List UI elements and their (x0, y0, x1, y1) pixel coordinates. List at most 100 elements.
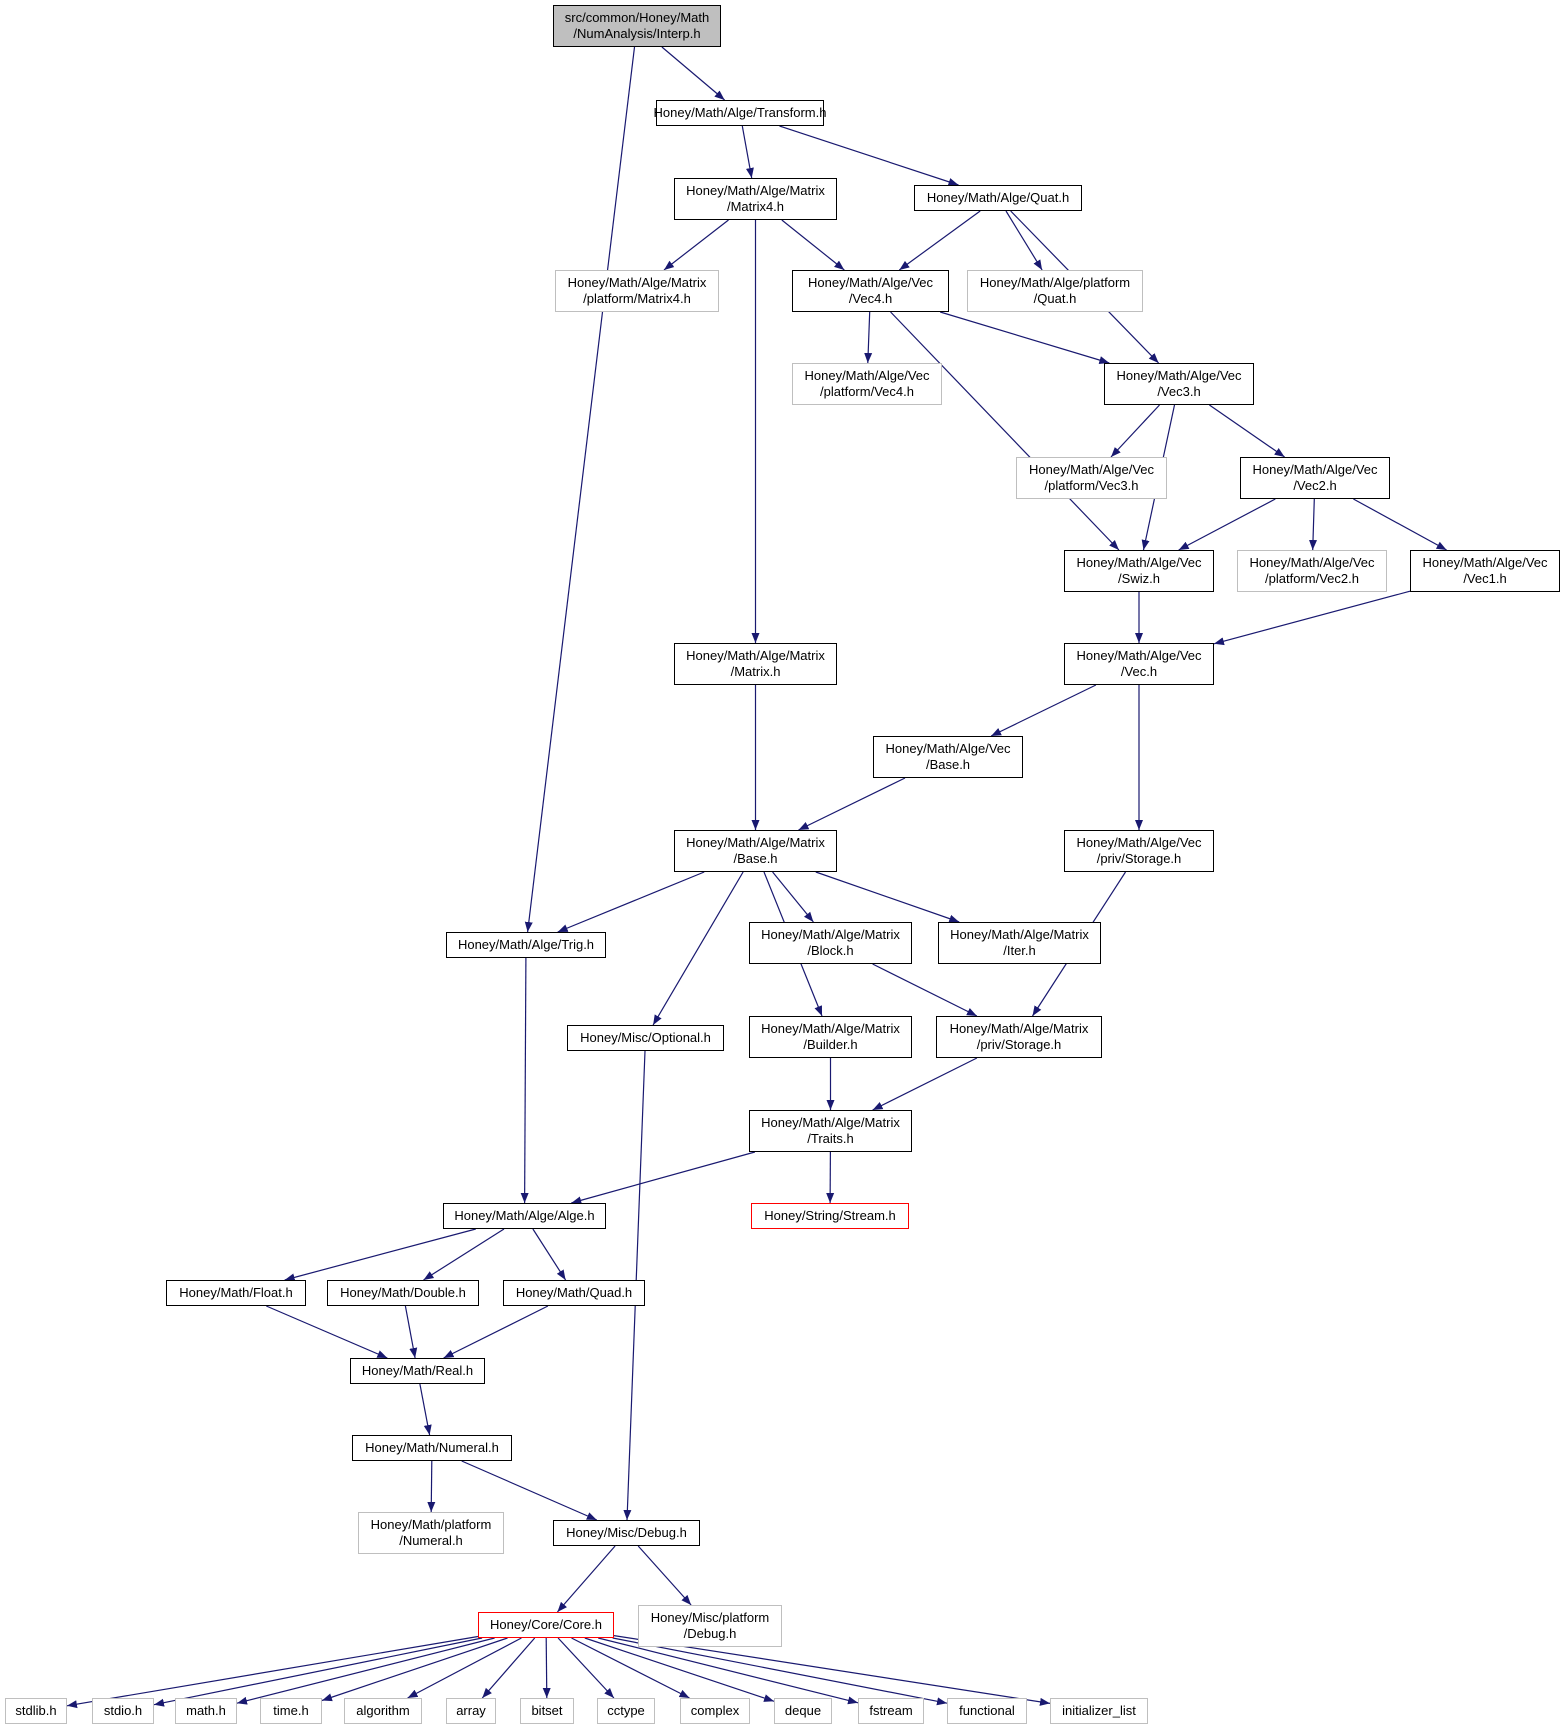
edge-vec2-to-pvec2 (1309, 498, 1318, 551)
edge-vec2-to-swiz (1178, 498, 1276, 551)
node-optional[interactable]: Honey/Misc/Optional.h (567, 1025, 724, 1051)
node-label: /Base.h (733, 851, 778, 866)
node-float[interactable]: Honey/Math/Float.h (166, 1280, 306, 1306)
node-label: /platform/Vec3.h (1044, 478, 1139, 493)
edge-mbase-to-optional (652, 871, 744, 1026)
node-label: /Iter.h (1003, 943, 1036, 958)
node-fstream: fstream (858, 1698, 924, 1724)
node-vec4[interactable]: Honey/Math/Alge/Vec/Vec4.h (792, 270, 949, 312)
node-label: math.h (186, 1703, 226, 1718)
node-matrix[interactable]: Honey/Math/Alge/Matrix/Matrix.h (674, 643, 837, 685)
node-label: Honey/Math/Alge/Transform.h (653, 105, 827, 120)
node-builder[interactable]: Honey/Math/Alge/Matrix/Builder.h (749, 1016, 912, 1058)
edge-numeral-to-debug (461, 1460, 598, 1521)
node-label: Honey/Math/Alge/Matrix (567, 275, 707, 290)
node-functional: functional (947, 1698, 1027, 1724)
edge-debug-to-pdebug (637, 1545, 692, 1606)
node-vstorage[interactable]: Honey/Math/Alge/Vec/priv/Storage.h (1064, 830, 1214, 872)
node-initlist: initializer_list (1050, 1698, 1148, 1724)
edge-vec4-to-vec3 (940, 311, 1110, 364)
node-label: Honey/Math/Alge/Matrix (686, 183, 825, 198)
node-double[interactable]: Honey/Math/Double.h (327, 1280, 479, 1306)
node-numeral[interactable]: Honey/Math/Numeral.h (352, 1435, 512, 1461)
node-label: Honey/Math/Alge/Vec (1116, 368, 1242, 383)
node-vec[interactable]: Honey/Math/Alge/Vec/Vec.h (1064, 643, 1214, 685)
edge-core-to-deque (584, 1637, 775, 1702)
node-label: /Vec3.h (1157, 384, 1201, 399)
node-vecbase[interactable]: Honey/Math/Alge/Vec/Base.h (873, 736, 1023, 778)
node-label: time.h (273, 1703, 309, 1718)
node-label: Honey/Math/Numeral.h (365, 1440, 499, 1455)
edge-core-to-stdlib (66, 1635, 479, 1709)
node-label: Honey/Math/Double.h (340, 1285, 466, 1300)
node-trig[interactable]: Honey/Math/Alge/Trig.h (446, 932, 606, 958)
node-real[interactable]: Honey/Math/Real.h (350, 1358, 485, 1384)
node-label: Honey/Math/Alge/Vec (1076, 648, 1202, 663)
node-mstorage[interactable]: Honey/Math/Alge/Matrix/priv/Storage.h (936, 1016, 1102, 1058)
node-label: /platform/Vec2.h (1265, 571, 1359, 586)
node-label: Honey/String/Stream.h (764, 1208, 896, 1223)
node-array: array (446, 1698, 496, 1724)
edge-core-to-algorithm (407, 1637, 522, 1699)
node-traits[interactable]: Honey/Math/Alge/Matrix/Traits.h (749, 1110, 912, 1152)
node-label: /Matrix.h (730, 664, 781, 679)
node-pnumeral: Honey/Math/platform/Numeral.h (358, 1512, 504, 1554)
node-label: algorithm (356, 1703, 410, 1718)
node-label: functional (959, 1703, 1015, 1718)
node-label: Honey/Math/Alge/Trig.h (457, 937, 595, 952)
edge-block-to-mstorage (872, 963, 978, 1017)
edge-core-to-mathh (236, 1637, 495, 1705)
node-quat[interactable]: Honey/Math/Alge/Quat.h (914, 185, 1082, 211)
node-label: Honey/Math/Quad.h (515, 1285, 633, 1300)
node-label: Honey/Math/Alge/Vec (885, 741, 1011, 756)
node-debug[interactable]: Honey/Misc/Debug.h (553, 1520, 700, 1546)
edge-quat-to-vec4 (898, 210, 981, 271)
node-label: Honey/Math/Alge/Matrix (686, 648, 825, 663)
node-swiz[interactable]: Honey/Math/Alge/Vec/Swiz.h (1064, 550, 1214, 592)
edge-core-to-bitset (542, 1637, 551, 1699)
edge-vec2-to-vec1 (1353, 498, 1447, 551)
node-label: /priv/Storage.h (976, 1037, 1062, 1052)
node-block[interactable]: Honey/Math/Alge/Matrix/Block.h (749, 922, 912, 964)
edge-traits-to-alge (571, 1151, 756, 1205)
node-label: deque (784, 1703, 822, 1718)
node-label: /Vec2.h (1293, 478, 1337, 493)
node-label: Honey/Math/Alge/Matrix (950, 927, 1089, 942)
node-label: Honey/Math/Alge/Matrix (761, 1021, 900, 1036)
node-quad[interactable]: Honey/Math/Quad.h (503, 1280, 645, 1306)
node-label: Honey/Misc/Debug.h (566, 1525, 687, 1540)
node-stream[interactable]: Honey/String/Stream.h (751, 1203, 909, 1229)
node-matrix4[interactable]: Honey/Math/Alge/Matrix/Matrix4.h (674, 178, 837, 220)
node-label: /Block.h (807, 943, 854, 958)
node-mbase[interactable]: Honey/Math/Alge/Matrix/Base.h (674, 830, 837, 872)
node-label: /Matrix4.h (726, 199, 785, 214)
node-vec1[interactable]: Honey/Math/Alge/Vec/Vec1.h (1410, 550, 1560, 592)
node-label: stdlib.h (15, 1703, 57, 1718)
node-iter[interactable]: Honey/Math/Alge/Matrix/Iter.h (938, 922, 1101, 964)
node-label: src/common/Honey/Math (564, 10, 710, 25)
node-label: /Quat.h (1033, 291, 1077, 306)
edge-core-to-complex (571, 1637, 690, 1699)
node-vec3[interactable]: Honey/Math/Alge/Vec/Vec3.h (1104, 363, 1254, 405)
node-label: Honey/Misc/Optional.h (580, 1030, 711, 1045)
node-alge[interactable]: Honey/Math/Alge/Alge.h (443, 1203, 606, 1229)
node-label: Honey/Math/Alge/Matrix (949, 1021, 1089, 1036)
edge-mbase-to-block (772, 871, 814, 923)
node-label: /platform/Matrix4.h (583, 291, 691, 306)
node-core[interactable]: Honey/Core/Core.h (478, 1612, 614, 1638)
edge-vec3-to-pvec3 (1110, 404, 1160, 458)
node-complex: complex (680, 1698, 750, 1724)
edge-double-to-real (404, 1305, 418, 1359)
node-label: /Base.h (925, 757, 971, 772)
edge-debug-to-core (556, 1545, 616, 1613)
edge-vecbase-to-mbase (798, 777, 906, 831)
edge-vec4-to-pvec4 (864, 311, 873, 364)
edge-mbase-to-trig (557, 871, 705, 933)
edge-interp-to-trig (524, 46, 636, 933)
node-interp[interactable]: src/common/Honey/Math/NumAnalysis/Interp… (553, 5, 721, 47)
node-pvec4: Honey/Math/Alge/Vec/platform/Vec4.h (792, 363, 942, 405)
node-vec2[interactable]: Honey/Math/Alge/Vec/Vec2.h (1240, 457, 1390, 499)
edge-float-to-real (266, 1305, 388, 1359)
node-label: Honey/Math/Alge/Vec (807, 275, 934, 290)
node-transform[interactable]: Honey/Math/Alge/Transform.h (653, 100, 827, 126)
